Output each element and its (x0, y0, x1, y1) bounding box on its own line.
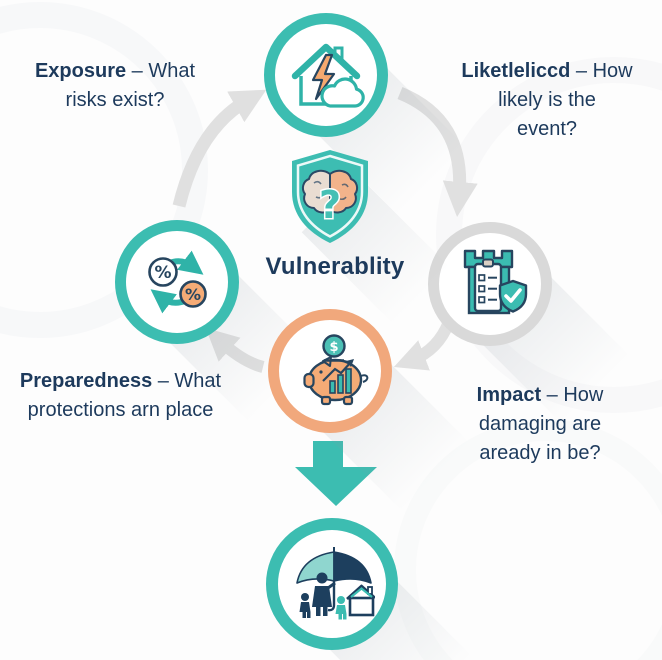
family-umbrella-house-icon (296, 547, 375, 620)
label-preparedness: Preparedness – What protections arn plac… (3, 367, 238, 425)
node-hazard-disc (264, 13, 388, 137)
node-hazard (264, 13, 388, 137)
percent-symbol: % (154, 263, 171, 283)
label-preparedness-line1: Preparedness – What (19, 370, 222, 392)
node-checklist (428, 222, 552, 346)
vulnerability-shield: ? (278, 145, 382, 253)
node-cycle: % % (115, 220, 239, 344)
label-exposure: Exposure – What risks exist? (10, 57, 220, 115)
node-savings-disc: $ (268, 309, 392, 433)
label-likelihood: Liketleliccd – How likely is the event? (442, 57, 652, 144)
label-impact-line2: damaging are (478, 413, 602, 435)
label-likelihood-line3: event? (516, 118, 578, 140)
fortress-checklist-shield-icon (463, 249, 528, 315)
node-cycle-disc: % % (115, 220, 239, 344)
label-impact-line1: Impact – How (476, 384, 604, 406)
label-exposure-line1: Exposure – What (34, 60, 196, 82)
curved-arrow-cycle-to-hazard (172, 89, 267, 208)
center-label: Vulnerablity (265, 253, 405, 280)
shield-brain-question-icon: ? (292, 150, 368, 243)
node-protection-disc (266, 518, 398, 650)
label-impact-line3: aready in be? (479, 442, 601, 464)
dollar-symbol: $ (329, 340, 338, 355)
label-preparedness-line2: protections arn place (27, 399, 214, 421)
percent-cycle-icon: % % (148, 250, 207, 314)
storm-house-icon (291, 43, 365, 108)
piggy-bank-growth-icon: $ (303, 334, 369, 406)
label-impact: Impact – How damaging are aready in be? (455, 381, 625, 468)
label-likelihood-line2: likely is the (498, 89, 596, 111)
down-arrow (295, 441, 377, 506)
label-likelihood-line1: Liketleliccd – How (461, 60, 633, 82)
node-protection (266, 518, 398, 650)
node-checklist-disc (428, 222, 552, 346)
percent-symbol: % (185, 285, 201, 304)
node-savings: $ (268, 309, 392, 433)
question-mark: ? (319, 183, 341, 227)
label-exposure-line2: risks exist? (65, 89, 165, 111)
